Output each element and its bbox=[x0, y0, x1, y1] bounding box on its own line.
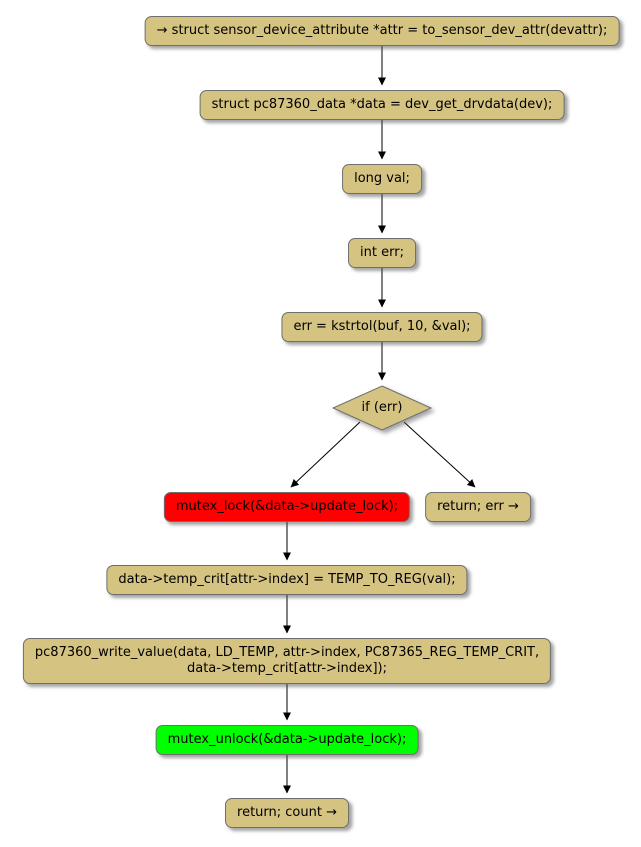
decision-if-err: if (err) bbox=[331, 385, 433, 431]
node-attr-assign: → struct sensor_device_attribute *attr =… bbox=[144, 16, 620, 46]
decision-if-err-label: if (err) bbox=[361, 400, 403, 415]
node-kstrtol: err = kstrtol(buf, 10, &val); bbox=[281, 312, 483, 342]
node-mutex-unlock: mutex_unlock(&data->update_lock); bbox=[155, 725, 419, 755]
arrow-branch-false bbox=[403, 421, 476, 488]
node-write-value: pc87360_write_value(data, LD_TEMP, attr-… bbox=[22, 638, 552, 684]
arrow-branch-true bbox=[290, 421, 361, 488]
node-data-assign: struct pc87360_data *data = dev_get_drvd… bbox=[199, 90, 565, 120]
node-return-count: return; count → bbox=[225, 798, 349, 828]
node-int-err: int err; bbox=[348, 238, 416, 268]
node-return-err: return; err → bbox=[425, 492, 531, 522]
node-mutex-lock: mutex_lock(&data->update_lock); bbox=[163, 492, 411, 522]
node-temp-crit-assign: data->temp_crit[attr->index] = TEMP_TO_R… bbox=[106, 565, 468, 595]
node-long-val: long val; bbox=[342, 164, 422, 194]
